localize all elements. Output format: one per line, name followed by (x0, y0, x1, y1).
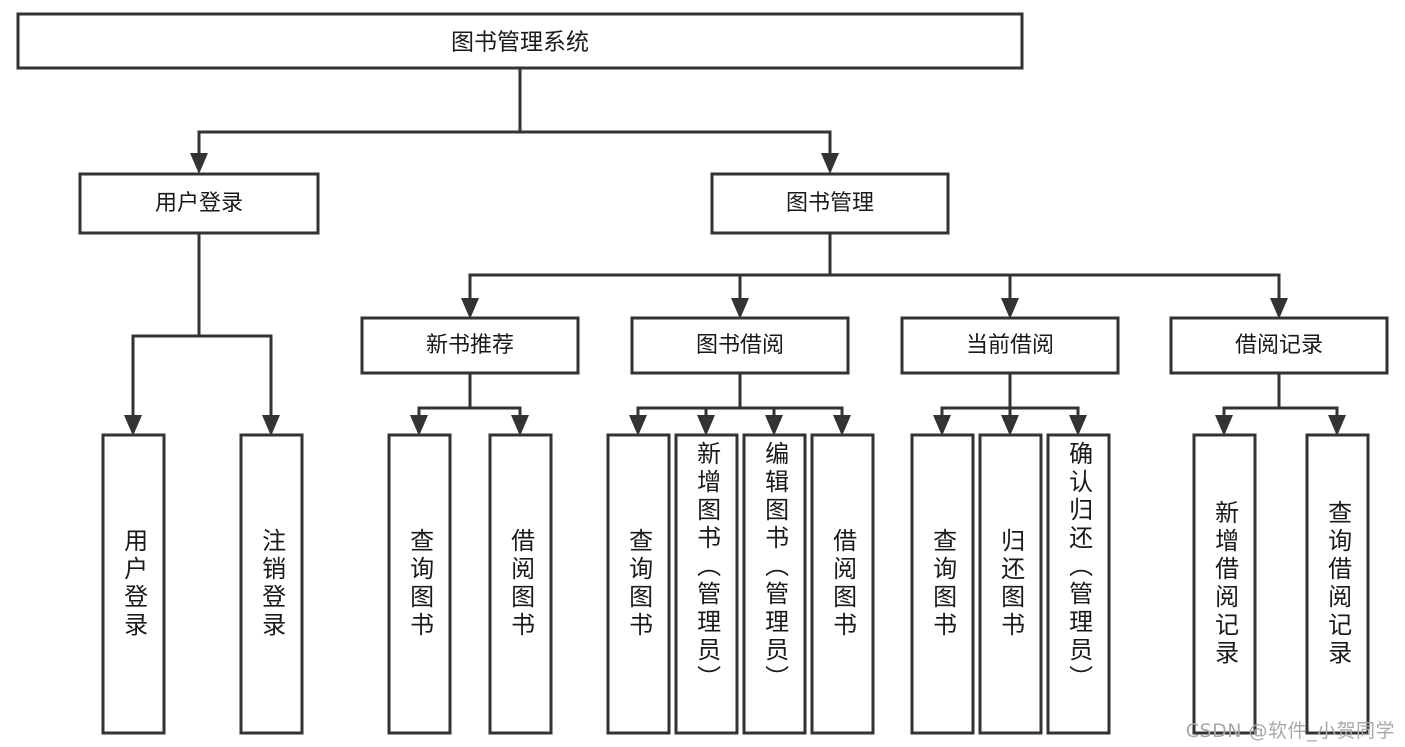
node-book-management[interactable]: 图书管理 (710, 172, 950, 235)
watermark-text: CSDN @软件_小贺同学 (1185, 720, 1395, 742)
edges-newbook-to-leaves (410, 371, 529, 436)
leaf-box-query-book-2[interactable] (606, 433, 671, 735)
leaf-box-add-record[interactable] (1192, 433, 1257, 735)
node-current-borrow-label: 当前借阅 (966, 333, 1054, 358)
edges-borrowrecord-to-leaves (1215, 371, 1346, 436)
leaf-box-confirm-return[interactable] (1046, 433, 1111, 735)
node-current-borrow[interactable]: 当前借阅 (900, 316, 1120, 375)
leaf-box-edit-book[interactable] (742, 433, 807, 735)
leaf-box-add-book[interactable] (674, 433, 739, 735)
node-new-book-recommend-label: 新书推荐 (426, 333, 514, 358)
edges-bookborrow-to-leaves (629, 371, 851, 436)
leaf-box-return-book[interactable] (978, 433, 1043, 735)
leaf-box-user-logout[interactable] (239, 433, 304, 735)
node-new-book-recommend[interactable]: 新书推荐 (360, 316, 580, 375)
edges-currentborrow-to-leaves (933, 371, 1087, 436)
node-borrow-record-label: 借阅记录 (1235, 333, 1323, 358)
node-book-borrow-label: 图书借阅 (696, 333, 784, 358)
node-book-borrow[interactable]: 图书借阅 (630, 316, 850, 375)
node-root-label: 图书管理系统 (451, 30, 589, 56)
node-user-login[interactable]: 用户登录 (78, 172, 320, 235)
leaf-box-query-record[interactable] (1305, 433, 1370, 735)
leaf-box-query-book-3[interactable] (910, 433, 975, 735)
edges-userlogin-to-leaves (124, 231, 280, 436)
leaf-rects (101, 433, 1370, 735)
node-book-management-label: 图书管理 (786, 191, 874, 216)
leaf-box-borrow-book-2[interactable] (810, 433, 875, 735)
edges-root-to-level1 (190, 66, 839, 174)
node-borrow-record[interactable]: 借阅记录 (1169, 316, 1389, 375)
node-user-login-label: 用户登录 (155, 191, 243, 216)
leaf-box-borrow-book-1[interactable] (488, 433, 553, 735)
leaf-box-query-book-1[interactable] (387, 433, 452, 735)
edges-bookmgmt-to-level2 (461, 232, 1288, 319)
node-root[interactable]: 图书管理系统 (16, 12, 1024, 70)
leaf-box-user-login[interactable] (101, 433, 166, 735)
